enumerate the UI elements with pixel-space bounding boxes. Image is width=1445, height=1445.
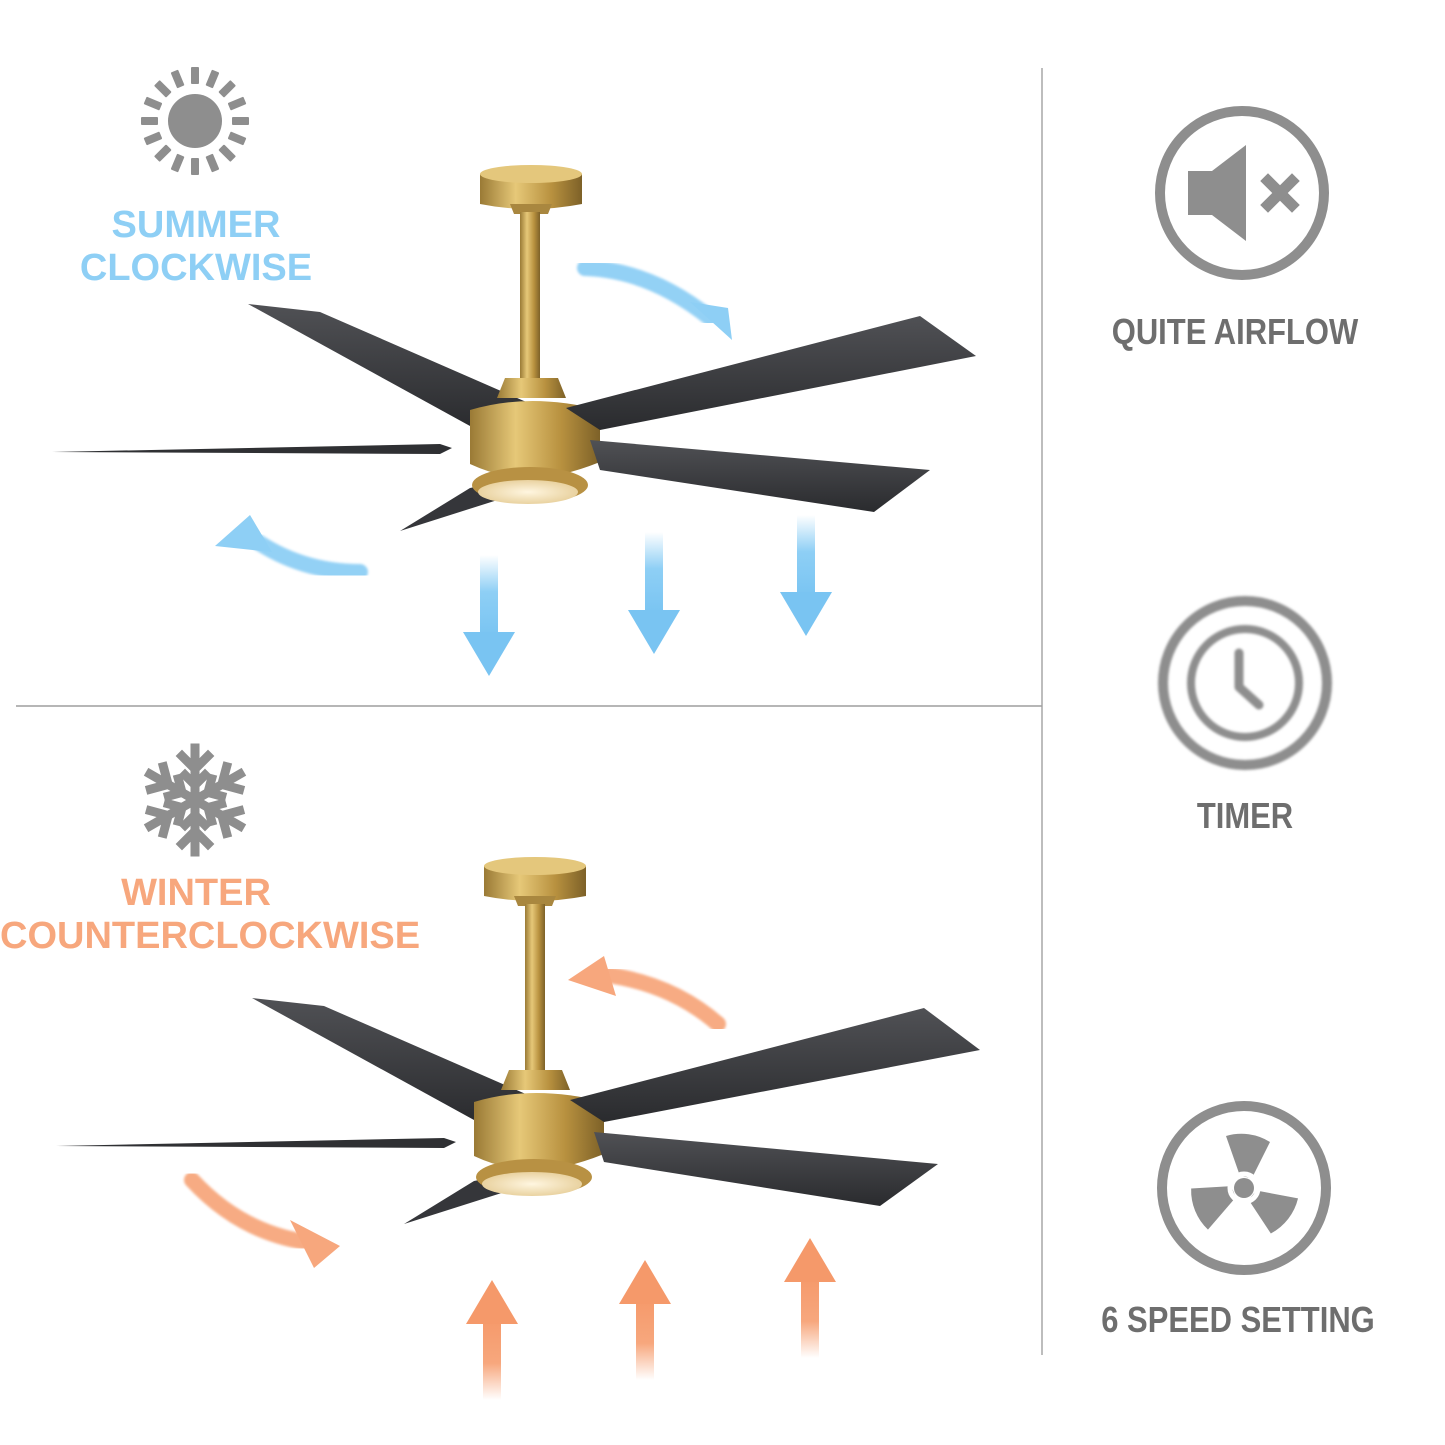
fan-blades-icon: [1157, 1101, 1331, 1275]
down-arrow: [463, 555, 515, 676]
down-arrow: [628, 532, 680, 654]
clock-icon: [1158, 596, 1332, 770]
up-arrow: [466, 1280, 518, 1400]
summer-airflow-arrows: [215, 260, 832, 676]
winter-line2: COUNTERCLOCKWISE: [0, 914, 421, 957]
winter-line1: WINTER: [121, 872, 271, 914]
up-arrow: [784, 1238, 836, 1358]
down-arrow: [780, 515, 832, 636]
winter-mode-label: WINTER COUNTERCLOCKWISE: [0, 872, 421, 957]
snowflake-icon: [143, 743, 246, 852]
feature-label-6-speed: 6 SPEED SETTING: [1101, 1299, 1375, 1340]
winter-airflow-arrows: [184, 956, 836, 1400]
ceiling-fan-winter: [56, 857, 980, 1224]
up-arrow: [619, 1260, 671, 1380]
feature-label-quiet-airflow: QUITE AIRFLOW: [1111, 311, 1359, 352]
summer-line2: CLOCKWISE: [79, 246, 313, 289]
ceiling-fan-summer: [52, 165, 976, 531]
summer-mode-label: SUMMER CLOCKWISE: [60, 204, 332, 289]
feature-label-timer: TIMER: [1196, 795, 1294, 836]
sun-icon: [141, 67, 249, 175]
summer-line1: SUMMER: [111, 204, 281, 246]
mute-speaker-icon: [1155, 106, 1329, 280]
